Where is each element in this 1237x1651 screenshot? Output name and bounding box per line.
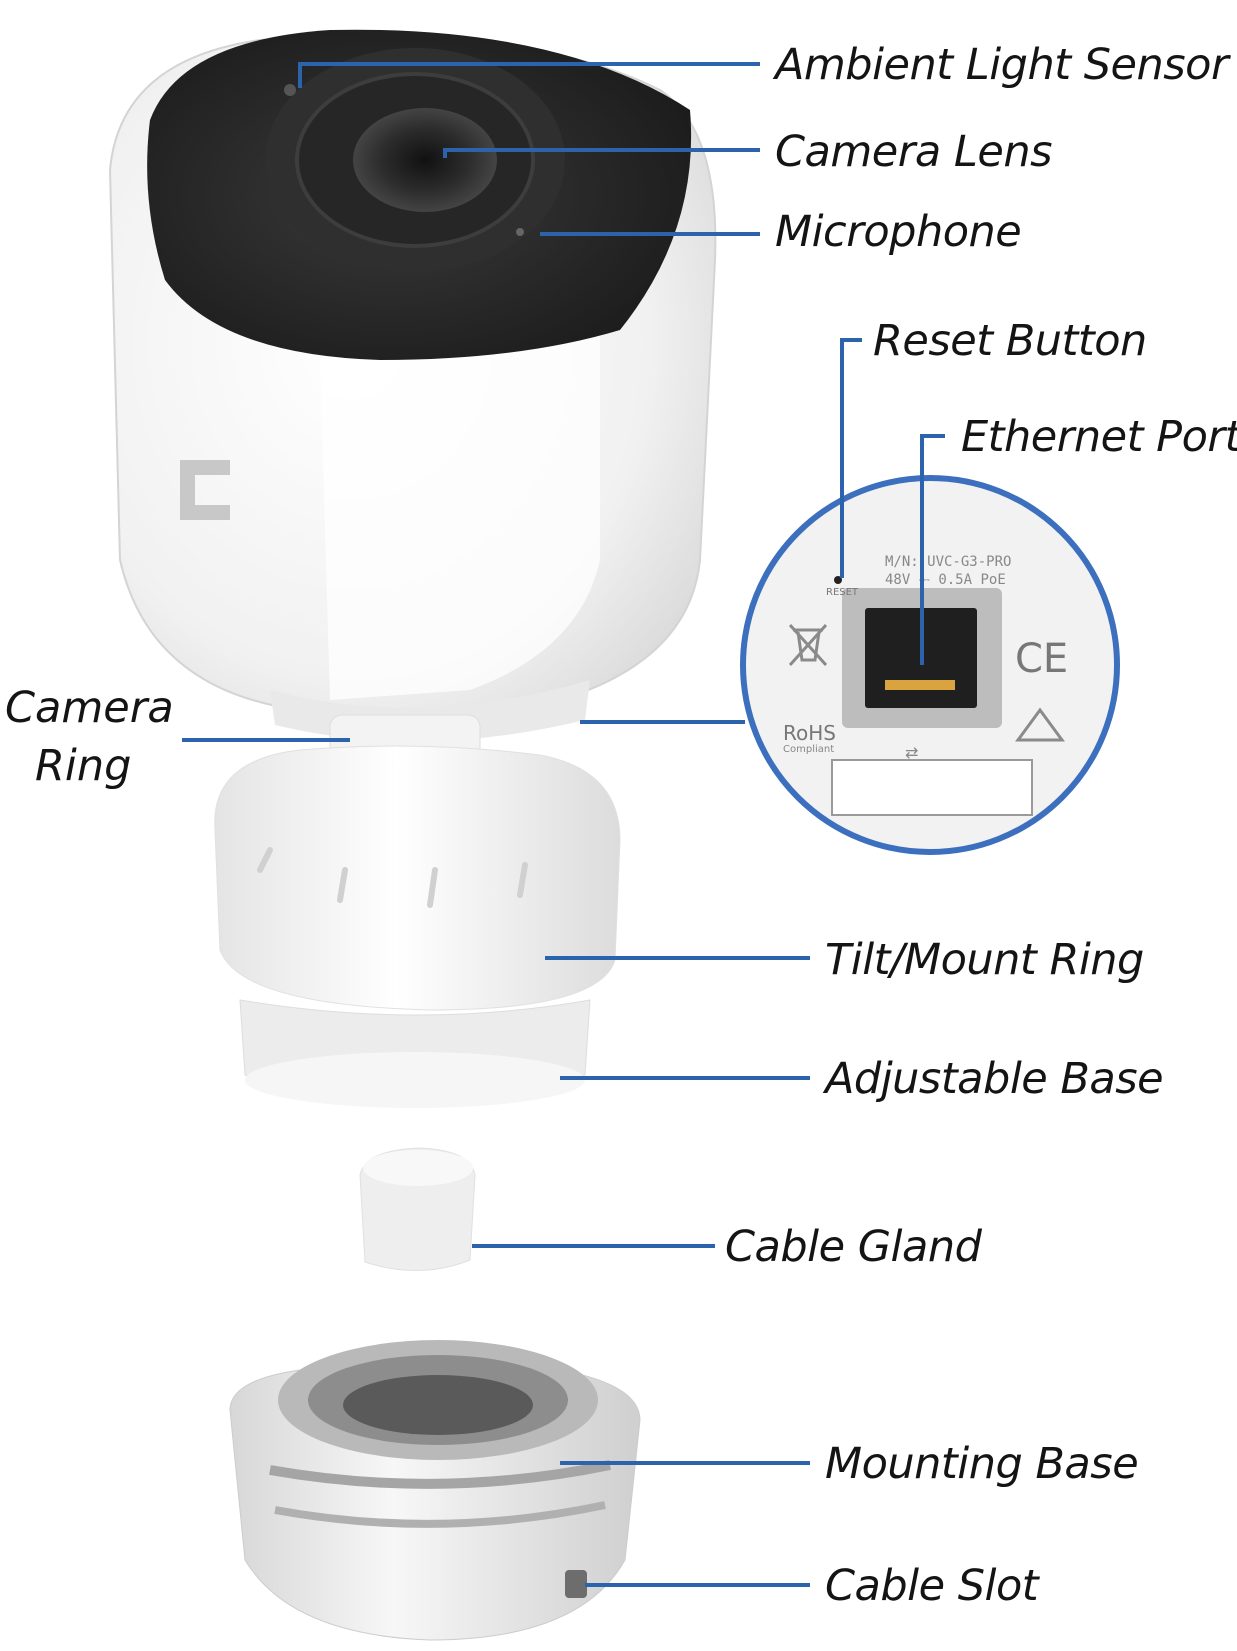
label-camera-ring-line1: Camera: [5, 683, 174, 733]
label-cable-gland: Cable Gland: [725, 1222, 982, 1272]
label-ethernet-port: Ethernet Port: [961, 412, 1237, 462]
inset-rohs-sub-text: Compliant: [783, 744, 834, 755]
rcm-mark-icon: [1015, 707, 1065, 742]
inset-rohs-text: RoHS: [783, 721, 836, 745]
label-tilt-mount-ring: Tilt/Mount Ring: [825, 935, 1144, 985]
label-microphone: Microphone: [775, 207, 1022, 257]
mounting-base-part: [229, 1340, 641, 1641]
leader-reset-button: [840, 338, 862, 578]
camera-body-side-panel: [320, 300, 600, 700]
back-panel-inset: M/N: UVC-G3-PRO 48V ⎓ 0.5A PoE RESET CE …: [740, 475, 1120, 855]
label-reset-button: Reset Button: [873, 316, 1147, 366]
leader-lines: [182, 62, 945, 1587]
inset-ce-mark: CE: [1015, 636, 1068, 682]
adjustable-base-part: [239, 999, 591, 1108]
ambient-light-sensor-dot: [284, 84, 296, 96]
inset-reset-text: RESET: [826, 587, 859, 598]
inset-model-text: M/N: UVC-G3-PRO: [885, 554, 1011, 570]
leader-camera-lens: [443, 148, 760, 158]
label-ambient-light-sensor: Ambient Light Sensor: [775, 40, 1229, 90]
label-cable-slot: Cable Slot: [825, 1561, 1039, 1611]
microphone-dot: [516, 228, 524, 236]
leader-ethernet-port: [920, 434, 945, 665]
leader-ambient-light-sensor: [298, 62, 760, 88]
tilt-mount-ring-part: [214, 745, 621, 1011]
inset-power-text: 48V ⎓ 0.5A PoE: [885, 572, 1006, 588]
weee-bin-icon: [788, 623, 828, 667]
inset-border: [740, 475, 1120, 855]
label-plate: [831, 759, 1033, 816]
ubiquiti-logo: [180, 460, 230, 520]
camera-lens-glass: [353, 108, 497, 212]
label-camera-lens: Camera Lens: [775, 127, 1052, 177]
cable-slot-opening: [565, 1570, 587, 1598]
label-mounting-base: Mounting Base: [825, 1439, 1139, 1489]
label-adjustable-base: Adjustable Base: [825, 1054, 1164, 1104]
ethernet-arrows-icon: ⇄: [905, 743, 918, 762]
camera-head: [108, 29, 717, 719]
cable-gland-part: [359, 1147, 476, 1272]
label-camera-ring-line2: Ring: [35, 741, 132, 791]
